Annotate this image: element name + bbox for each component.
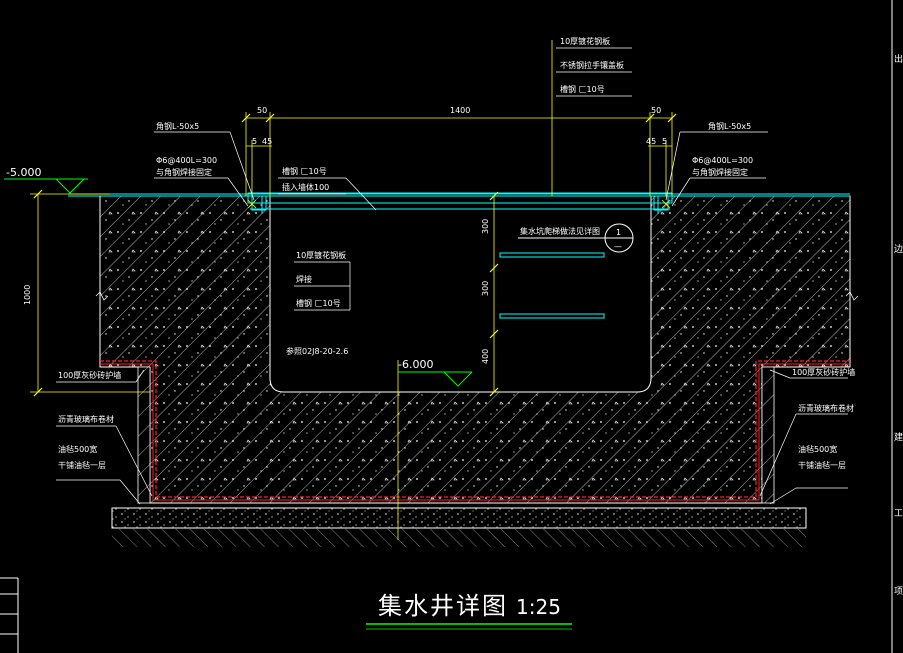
dim-right-300a: 300 (481, 219, 490, 234)
note-cover-2: 焊接 (296, 274, 312, 284)
note-joint-right-2: 干铺油毡一层 (798, 460, 846, 470)
drawing-scale: 1:25 (516, 595, 561, 619)
note-plate-top-2: 不锈钢拉手镶盖板 (560, 60, 624, 70)
note-joint-right-1: 油毡500宽 (798, 444, 837, 454)
dimension-ticks (33, 113, 677, 397)
note-channel-2: 插入墙体100 (282, 182, 329, 192)
elevation-top: -5.000 (6, 166, 41, 179)
ladder-rungs (499, 252, 605, 319)
detail-symbol-sub: — (614, 242, 622, 251)
dim-top-width: 1400 (450, 106, 470, 115)
drawing-title: 集水井详图 (378, 592, 508, 620)
elevation-bottom: -6.000 (398, 358, 433, 371)
dim-left-height: 1000 (23, 285, 32, 305)
leader-lines (56, 47, 848, 505)
note-cover-1: 10厚镀花钢板 (296, 250, 346, 260)
note-ladder: 集水坑爬梯做法见详图 (520, 226, 600, 236)
detail-symbol-number: 1 (616, 228, 621, 237)
note-membrane-right: 沥青玻璃布卷材 (798, 403, 854, 413)
dim-right-5: 5 (662, 137, 667, 146)
note-bar-right-1: Φ6@400L=300 (692, 156, 753, 165)
brick-wall-right (761, 366, 775, 504)
note-joint-left-1: 油毡500宽 (58, 444, 97, 454)
note-plate-top-3: 槽钢 匚10号 (560, 84, 605, 94)
elevation-marker-top (4, 178, 88, 194)
gravel-base (111, 507, 807, 529)
dimension-lines (30, 40, 673, 540)
brick-wall-left (137, 366, 151, 504)
dim-right-45: 45 (646, 137, 656, 146)
note-angle-right: 角钢L-50x5 (708, 121, 751, 131)
angle-steel (247, 199, 671, 209)
title-underline (366, 623, 572, 630)
note-plate-top-1: 10厚镀花钢板 (560, 36, 610, 46)
dim-right-300b: 300 (481, 281, 490, 296)
elevation-marker-bottom (398, 371, 473, 387)
side-panel-item-1: 出 (894, 53, 903, 65)
note-channel-1: 槽钢 匚10号 (282, 166, 327, 176)
dim-right-400: 400 (481, 349, 490, 364)
side-panel-item-5: 项 (894, 586, 903, 597)
dim-top-left-50: 50 (257, 106, 267, 115)
dim-top-right-50: 50 (651, 106, 661, 115)
note-wall-left: 100厚灰砂砖护墙 (58, 370, 121, 380)
note-angle-left: 角钢L-50x5 (156, 121, 199, 131)
waterproof-membrane (100, 360, 850, 501)
side-panel-item-3: 建 (894, 431, 903, 443)
cover-plate (68, 192, 850, 214)
note-membrane-left: 沥青玻璃布卷材 (58, 414, 114, 424)
soil-hatch (112, 529, 806, 547)
note-joint-left-2: 干铺油毡一层 (58, 460, 106, 470)
dim-left-45: 45 (262, 137, 272, 146)
side-panel-item-4: 工 (894, 509, 903, 519)
side-panel-item-2: 边 (894, 244, 903, 255)
note-bar-left-2: 与角钢焊接固定 (156, 167, 212, 177)
note-bar-right-2: 与角钢焊接固定 (692, 167, 748, 177)
note-cover-3: 槽钢 匚10号 (296, 298, 341, 308)
note-bar-left-1: Φ6@400L=300 (156, 156, 217, 165)
concrete-body (99, 195, 851, 504)
detail-symbol (518, 223, 634, 253)
dim-left-5: 5 (252, 137, 257, 146)
note-ref: 参照02J8-20-2.6 (286, 346, 348, 356)
corner-fragment (0, 577, 19, 653)
note-wall-right: 100厚灰砂砖护墙 (792, 367, 855, 377)
break-marks (95, 291, 859, 301)
